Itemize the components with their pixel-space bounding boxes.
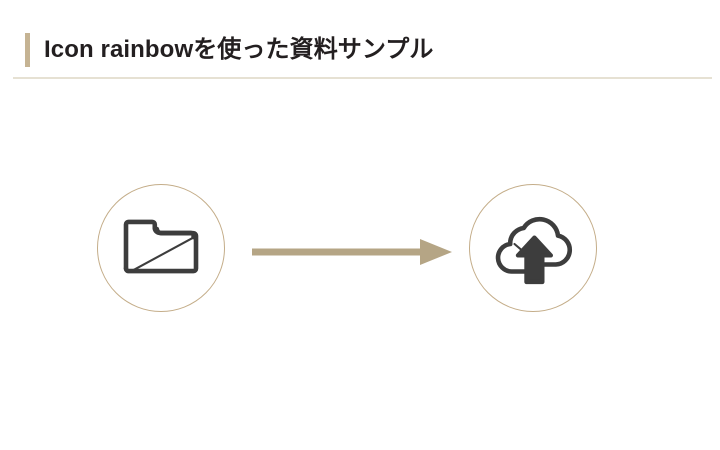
arrow-right-icon bbox=[252, 239, 452, 265]
diagram-node-target[interactable] bbox=[469, 184, 597, 312]
diagram-node-source[interactable] bbox=[97, 184, 225, 312]
page-title: Icon rainbowを使った資料サンプル bbox=[44, 36, 434, 63]
slide-header: Icon rainbowを使った資料サンプル bbox=[0, 0, 720, 80]
cloud-upload-icon bbox=[495, 216, 573, 285]
header-divider bbox=[13, 77, 712, 79]
diagram-area bbox=[0, 80, 720, 450]
folder-icon bbox=[123, 219, 199, 274]
title-accent-bar bbox=[25, 33, 30, 67]
